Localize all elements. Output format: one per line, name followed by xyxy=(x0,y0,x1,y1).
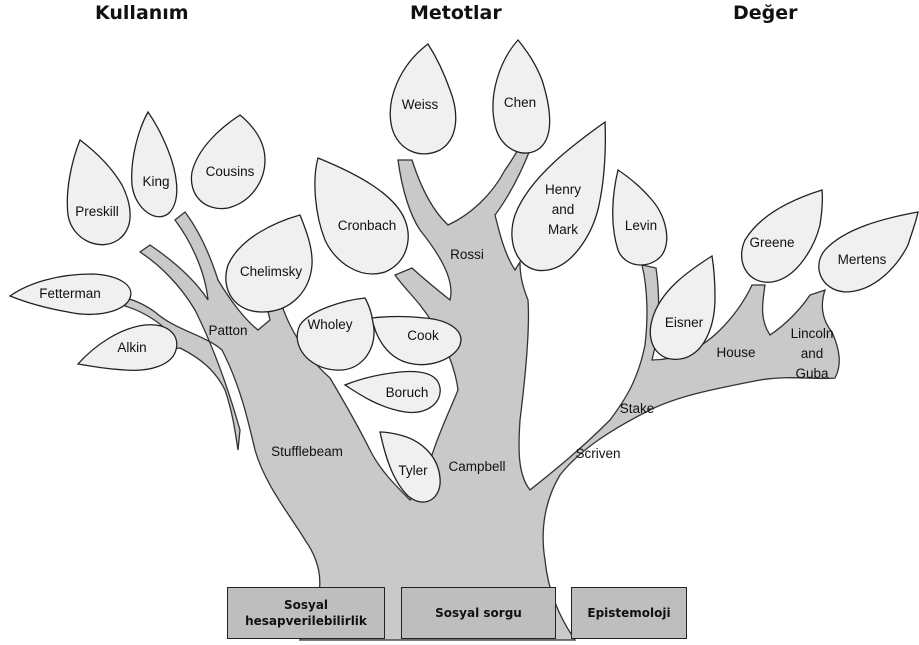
branch-label-stufflebeam: Stufflebeam xyxy=(271,444,343,459)
branch-label-and: and xyxy=(801,346,824,361)
leaf-label-fetterman: Fetterman xyxy=(39,286,101,301)
root-box-social-accountability: Sosyal hesapverilebilirlik xyxy=(227,587,385,639)
leaf-label-henry: Henry xyxy=(545,182,581,197)
leaf-label-cronbach: Cronbach xyxy=(338,218,397,233)
leaf-label-boruch: Boruch xyxy=(386,385,429,400)
leaf-cousins xyxy=(191,115,265,209)
root-box-social-inquiry: Sosyal sorgu xyxy=(401,587,556,639)
branch-label-rossi: Rossi xyxy=(450,247,484,262)
leaf-preskill xyxy=(67,140,130,245)
branch-label-stake: Stake xyxy=(620,401,655,416)
leaf-label-mertens: Mertens xyxy=(838,252,887,267)
branch-label-guba: Guba xyxy=(795,366,829,381)
leaf-label-tyler: Tyler xyxy=(398,463,428,478)
leaf-label-alkin: Alkin xyxy=(117,340,146,355)
branch-label-patton: Patton xyxy=(208,323,247,338)
leaf-label-preskill: Preskill xyxy=(75,204,119,219)
leaf-label-eisner: Eisner xyxy=(665,315,704,330)
leaf-cronbach xyxy=(315,158,408,274)
leaf-label-king: King xyxy=(142,174,169,189)
branch-label-house: House xyxy=(716,345,755,360)
leaf-wholey xyxy=(297,298,374,370)
leaf-label-and: and xyxy=(552,202,575,217)
root-box-epistemology: Epistemoloji xyxy=(571,587,687,639)
leaf-label-wholey: Wholey xyxy=(307,317,352,332)
leaf-label-levin: Levin xyxy=(625,218,657,233)
leaf-label-chelimsky: Chelimsky xyxy=(240,264,303,279)
branch-label-lincoln: Lincoln xyxy=(791,326,834,341)
branch-label-campbell: Campbell xyxy=(448,459,505,474)
leaf-label-mark: Mark xyxy=(548,222,578,237)
leaf-label-chen: Chen xyxy=(504,95,536,110)
branch-label-scriven: Scriven xyxy=(575,446,620,461)
leaf-label-cousins: Cousins xyxy=(206,164,255,179)
leaf-label-weiss: Weiss xyxy=(402,97,439,112)
leaf-label-greene: Greene xyxy=(749,235,794,250)
tree-trunk xyxy=(125,145,839,640)
leaf-king xyxy=(132,112,177,217)
leaf-label-cook: Cook xyxy=(407,328,439,343)
